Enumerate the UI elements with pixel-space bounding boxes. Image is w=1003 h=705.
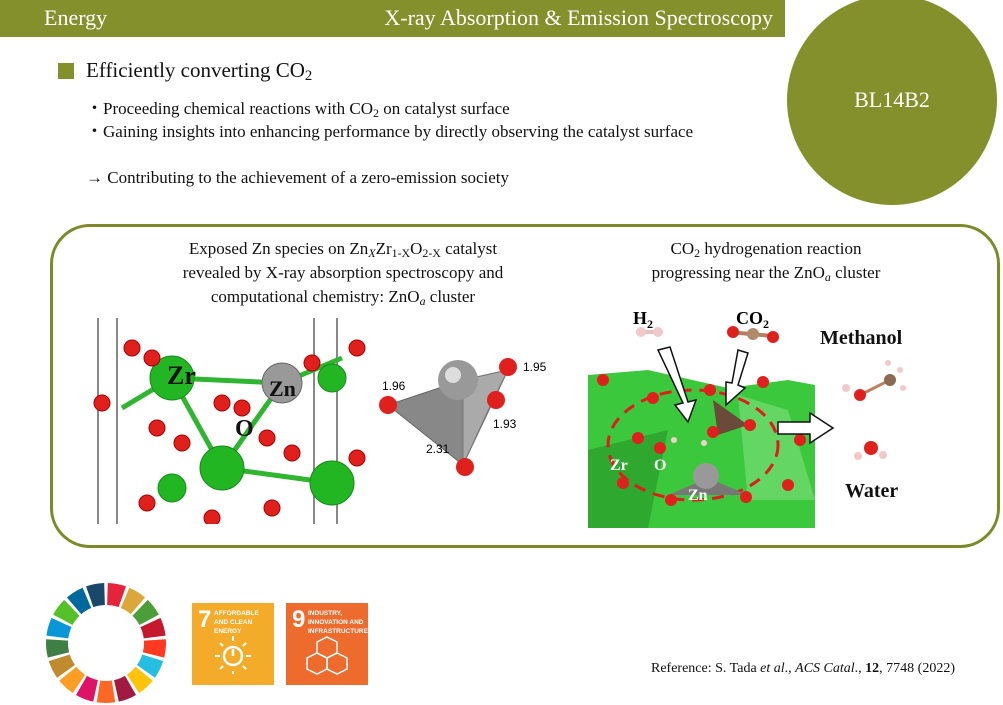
reaction-image: H2 CO2 Methanol Water Zr O Zn xyxy=(588,308,906,528)
atom-label-zr: Zr xyxy=(610,457,628,474)
atom-label-zn: Zn xyxy=(688,487,708,504)
sdg-wheel-segment xyxy=(136,654,164,678)
header-bar: Energy X-ray Absorption & Emission Spect… xyxy=(0,0,785,37)
sdg-wheel-segment xyxy=(75,675,98,702)
atom-label-o: O xyxy=(235,416,254,442)
bullet-1: ・Proceeding chemical reactions with CO2 … xyxy=(86,99,510,120)
sdg-wheel-segment xyxy=(120,587,146,615)
co2-label: CO2 xyxy=(736,308,769,331)
bullet-2: ・Gaining insights into enhancing perform… xyxy=(86,122,694,141)
sdg-wheel-segment xyxy=(53,599,80,626)
beamline-label: BL14B2 xyxy=(854,87,930,112)
sdg-wheel-segment xyxy=(46,617,72,639)
sdg-wheel-segment xyxy=(107,583,126,608)
heading-bullet-square xyxy=(58,63,74,79)
left-caption: Exposed Zn species on ZnXZr1-XO2-X catal… xyxy=(182,239,504,308)
right-caption: CO2 hydrogenation reaction progressing n… xyxy=(651,239,881,284)
cubes-icon xyxy=(306,636,348,675)
h2-label: H2 xyxy=(633,308,653,331)
sdg-wheel-segment xyxy=(140,617,166,639)
technique-label: X-ray Absorption & Emission Spectroscopy xyxy=(384,5,773,30)
figure-panel xyxy=(50,224,1000,548)
category-label: Energy xyxy=(44,5,108,30)
sdg-wheel-segment xyxy=(48,654,76,678)
bullet-3: → Contributing to the achievement of a z… xyxy=(86,168,509,187)
sdg-wheel-segment xyxy=(86,583,105,608)
bond-length: 1.95 xyxy=(523,360,547,374)
methanol-label: Methanol xyxy=(820,327,903,349)
sdg-wheel-segment xyxy=(59,666,86,694)
water-label: Water xyxy=(845,480,898,502)
bond-length: 1.93 xyxy=(493,417,517,431)
atom-label-zr: Zr xyxy=(167,361,196,390)
beamline-badge: BL14B2 xyxy=(787,0,997,205)
bond-length: 1.96 xyxy=(382,379,406,393)
sdg-wheel-segment xyxy=(66,587,92,615)
atom-label-o: O xyxy=(654,457,666,474)
section-heading: Efficiently converting CO2 xyxy=(86,58,313,84)
sdg-wheel-icon xyxy=(46,583,166,703)
sdg-wheel-segment xyxy=(132,599,159,626)
atom-label-zn: Zn xyxy=(269,376,296,401)
crystal-structure-image: Zr Zn O xyxy=(93,318,366,524)
zno-cluster-image: 1.96 1.95 1.93 2.31 xyxy=(379,358,547,476)
sdg-wheel-segment xyxy=(142,639,166,658)
bond-length: 2.31 xyxy=(426,442,450,456)
sdg-wheel-segment xyxy=(46,639,70,658)
sun-power-icon xyxy=(215,636,251,674)
reference-citation: Reference: S. Tada et al., ACS Catal., 1… xyxy=(651,661,955,676)
sdg-wheel-segment xyxy=(96,680,116,703)
sdg-wheel-segment xyxy=(114,675,137,702)
sdg-wheel-segment xyxy=(126,666,153,694)
